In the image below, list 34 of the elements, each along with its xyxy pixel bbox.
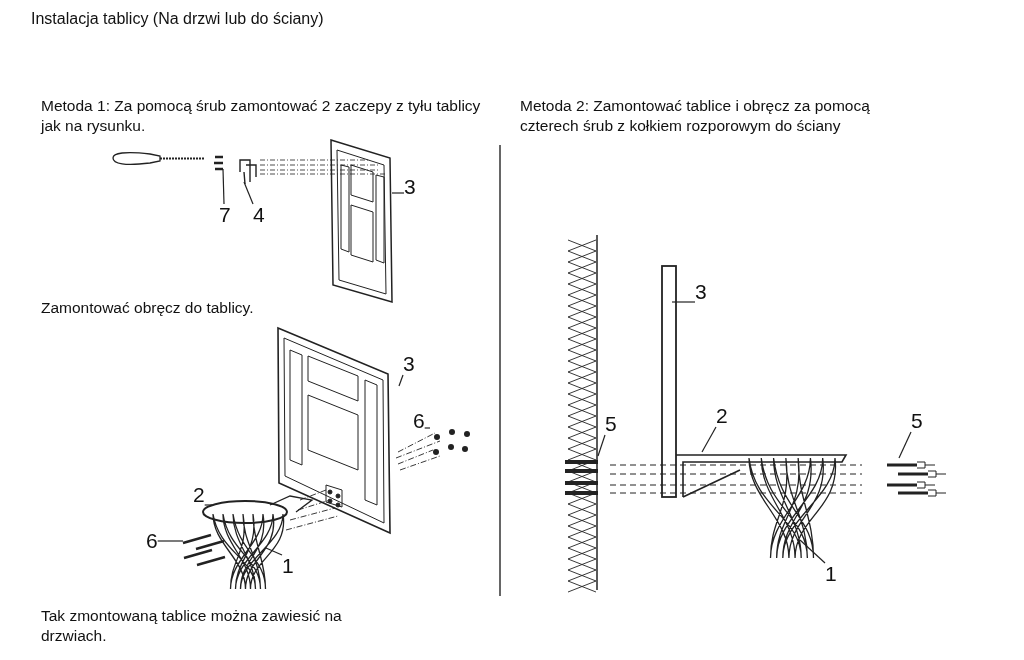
leader-line <box>222 168 225 205</box>
leader-line <box>701 426 717 453</box>
callout-number: 5 <box>911 410 923 432</box>
leader-line <box>157 540 184 542</box>
instruction-text: Metoda 1: Za pomocą śrub zamontować 2 zaczepy z tyłu tablicy jak na rysunku. <box>41 96 482 136</box>
instruction-text: Metoda 2: Zamontować tablice i obręcz za pomocą czterech śrub z kołkiem rozporowym do ściany <box>520 96 871 136</box>
callout-number: 6 <box>413 410 425 432</box>
leader-line <box>424 427 431 429</box>
callout-number: 1 <box>282 555 294 577</box>
leader-line <box>243 181 254 205</box>
callout-number: 6 <box>146 530 158 552</box>
callout-number: 7 <box>219 204 231 226</box>
screws-drawing <box>212 155 225 171</box>
hooks-drawing <box>239 159 257 185</box>
leader-line <box>398 374 404 387</box>
callout-number: 3 <box>403 353 415 375</box>
instruction-text: Zamontować obręcz do tablicy. <box>41 298 255 318</box>
leader-line <box>671 301 696 303</box>
title: Instalacja tablicy (Na drzwi lub do ściany) <box>31 10 324 28</box>
callout-number: 5 <box>605 413 617 435</box>
callout-number: 2 <box>193 484 205 506</box>
leader-line <box>898 431 912 459</box>
leader-line <box>204 504 213 506</box>
callout-number: 3 <box>404 176 416 198</box>
callout-number: 3 <box>695 281 707 303</box>
callout-number: 2 <box>716 405 728 427</box>
callout-number: 1 <box>825 563 837 585</box>
bolts-drawing <box>181 533 227 567</box>
leader-line <box>799 539 826 564</box>
callout-number: 4 <box>253 204 265 226</box>
instruction-text: Tak zmontowaną tablice można zawiesić na drzwiach. <box>41 606 343 646</box>
leader-line <box>597 434 606 457</box>
leader-line <box>391 192 405 194</box>
leader-line <box>265 547 283 556</box>
